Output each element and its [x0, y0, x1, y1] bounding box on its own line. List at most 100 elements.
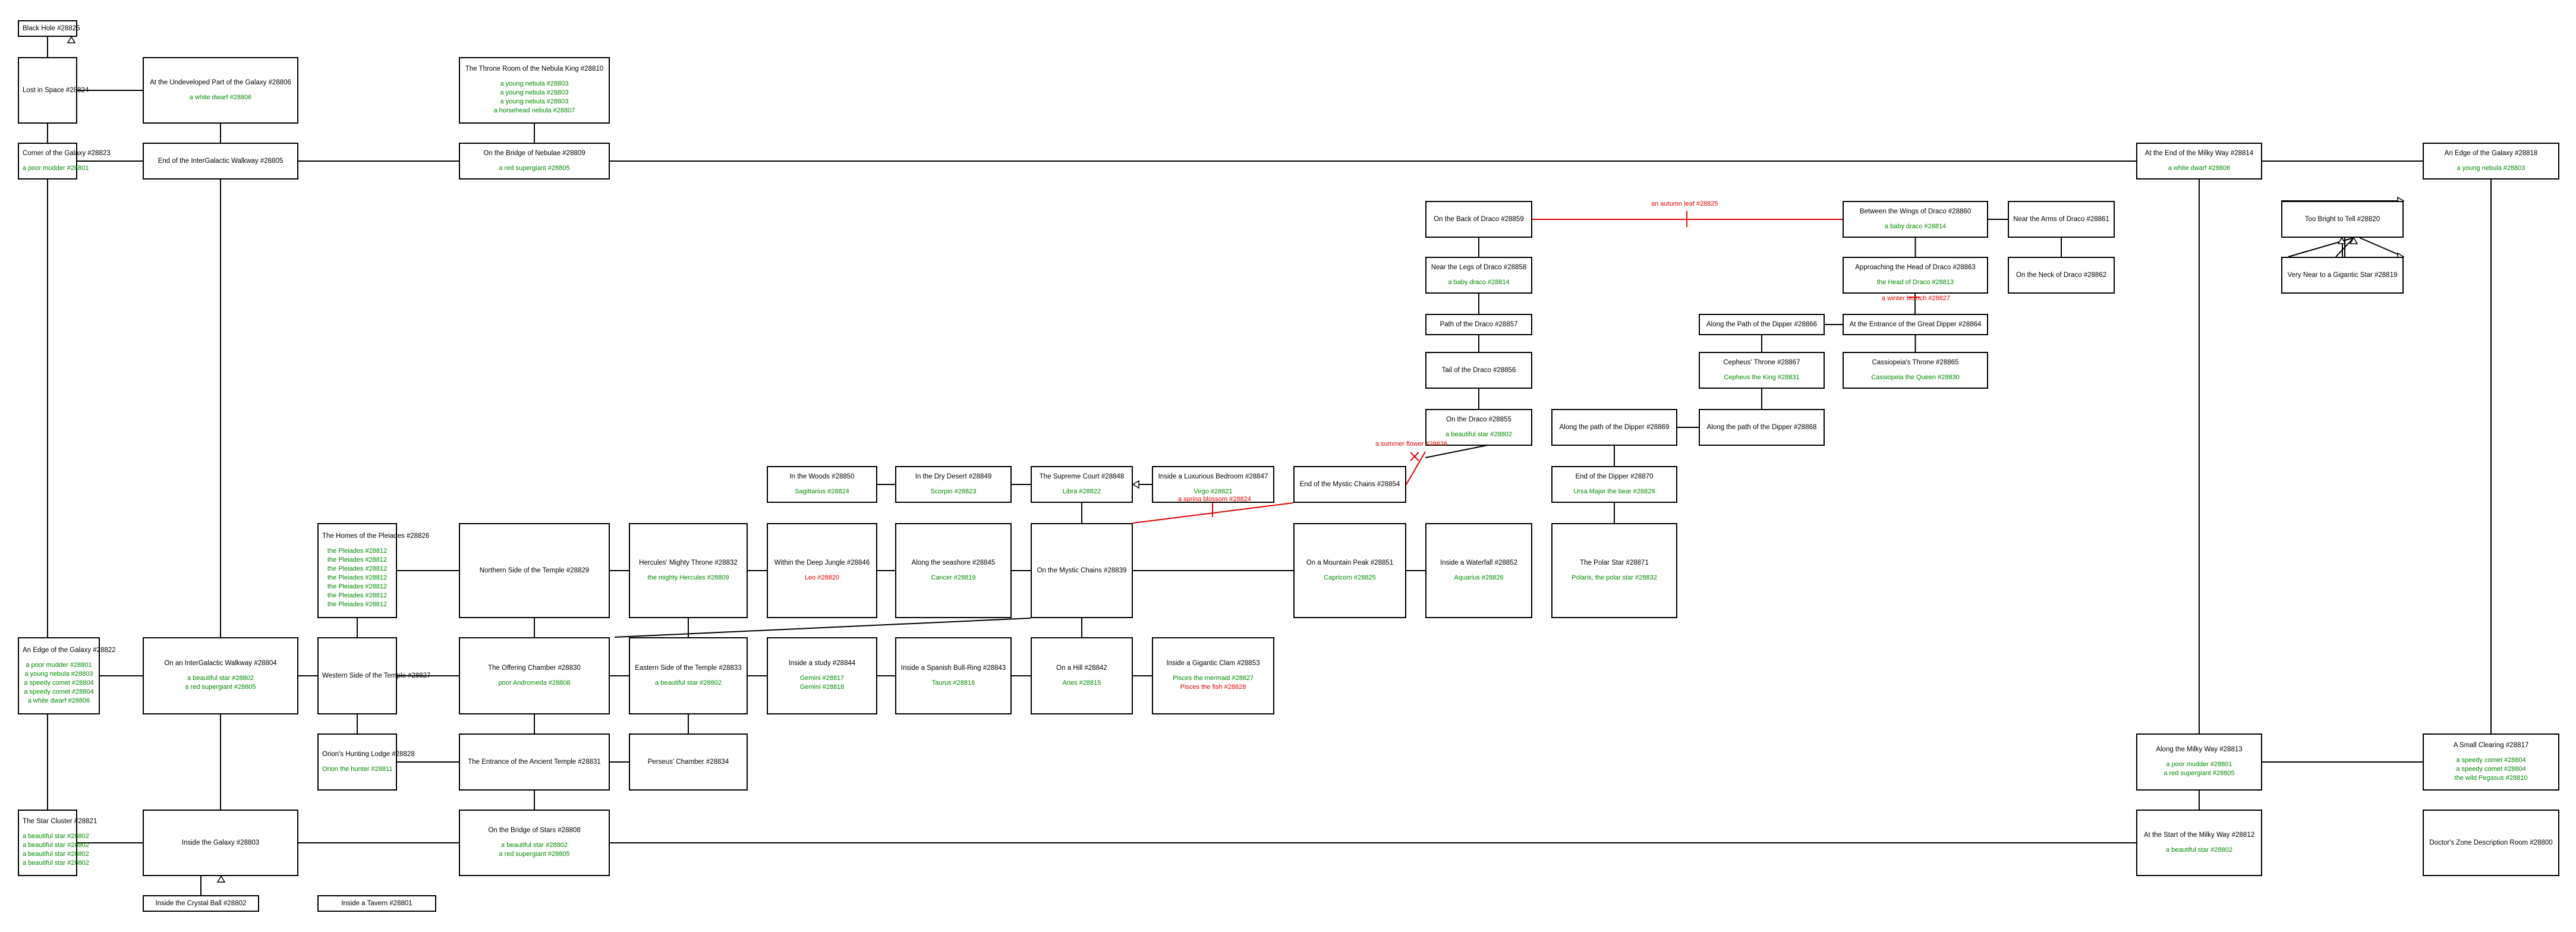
room-28831: The Entrance of the Ancient Temple #2883…: [459, 733, 610, 791]
room-title: Corner of the Galaxy #28823: [23, 149, 111, 157]
connection-line: [1406, 451, 1426, 485]
edge-label: a winter branch #28827: [1882, 295, 1950, 302]
room-items: a poor mudder #28801: [23, 164, 89, 173]
room-title: The Polar Star #28871: [1580, 559, 1649, 566]
edge-label: an autumn leaf #28825: [1651, 200, 1718, 207]
room-title: Along the Path of the Dipper #28866: [1706, 321, 1818, 328]
arrow-head: [1132, 480, 1139, 489]
room-item: a poor mudder #28801: [26, 661, 92, 669]
room-item: the Pleiades #28812: [327, 556, 388, 563]
room-28829: Northern Side of the Temple #28829: [459, 523, 610, 618]
room-items: a young nebula #28803 a young nebula #288…: [464, 80, 605, 115]
room-item: a beautiful star #28802: [23, 842, 89, 849]
connection-line: [1410, 452, 1419, 461]
room-28856: Tail of the Draco #28856: [1425, 352, 1532, 389]
room-item: the Pleiades #28812: [327, 600, 388, 608]
room-item: a young nebula #28803: [500, 89, 569, 96]
room-title: Inside the Galaxy #28803: [181, 839, 260, 846]
room-title: In the Woods #28850: [789, 473, 855, 480]
room-item: Aries #28815: [1062, 679, 1101, 687]
room-item: a beautiful star #28802: [23, 859, 89, 867]
room-item: a red supergiant #28805: [2164, 770, 2235, 777]
room-items: Orion the hunter #28811: [322, 765, 392, 774]
room-item: a young nebula #28803: [500, 80, 569, 87]
room-item: a red supergiant #28805: [499, 164, 570, 172]
room-28802: Inside the Crystal Ball #28802: [143, 895, 259, 912]
room-title: Inside a Tavern #28801: [341, 900, 412, 907]
room-items: poor Andromeda #28808: [464, 679, 605, 688]
room-28864: At the Entrance of the Great Dipper #288…: [1843, 314, 1988, 335]
room-item: a red supergiant #28805: [499, 851, 570, 858]
room-title: On the Neck of Draco #28862: [2016, 272, 2107, 279]
room-item: Cepheus the King #28831: [1724, 373, 1800, 381]
room-items: a young nebula #28803: [2427, 164, 2555, 173]
room-item: Polaris, the polar star #28832: [1572, 574, 1657, 581]
room-item: Libra #28822: [1062, 487, 1101, 495]
room-28810: The Throne Room of the Nebula King #2881…: [459, 57, 610, 124]
room-title: The Homes of the Pleiades #28826: [322, 532, 430, 540]
room-title: On the Draco #28855: [1446, 415, 1511, 423]
edge-label: a summer flower #28826: [1375, 440, 1448, 448]
room-item: a speedy comet #28804: [24, 688, 94, 695]
room-title: Tail of the Draco #28856: [1441, 367, 1516, 374]
room-28859: On the Back of Draco #28859: [1425, 201, 1532, 238]
room-item: a white dwarf #28806: [189, 93, 252, 101]
room-item: Gemini #28817: [799, 675, 845, 682]
room-item: a young nebula #28803: [24, 670, 93, 678]
room-28823: Corner of the Galaxy #28823 a poor mudder…: [18, 143, 111, 180]
room-items: a red supergiant #28805: [464, 164, 605, 173]
room-items: Aquarius #28826: [1430, 574, 1528, 582]
room-item: a beautiful star #28802: [2166, 846, 2232, 854]
room-28854: End of the Mystic Chains #28854: [1293, 466, 1406, 503]
room-items: Aries #28815: [1035, 679, 1128, 688]
room-title: End of the InterGalactic Walkway #28805: [158, 158, 284, 165]
room-item: the Pleiades #28812: [327, 574, 388, 581]
room-title: Along the path of the Dipper #28868: [1706, 424, 1817, 431]
room-item: poor Andromeda #28808: [498, 679, 571, 687]
room-item: a speedy comet #28804: [2456, 765, 2526, 773]
room-title: End of the Dipper #28870: [1575, 473, 1654, 480]
room-title: An Edge of the Galaxy #28822: [23, 646, 116, 654]
room-item: the Pleiades #28812: [327, 591, 388, 599]
room-items: a beautiful star #28802: [1430, 430, 1528, 439]
room-title: Cassiopeia's Throne #28865: [1872, 358, 1959, 366]
room-items: Cancer #28819: [900, 574, 1007, 582]
room-28818: An Edge of the Galaxy #28818 a young nebu…: [2423, 143, 2559, 180]
room-title: An Edge of the Galaxy #28818: [2444, 149, 2538, 157]
room-item: Cancer #28819: [931, 574, 976, 581]
room-title: Orion's Hunting Lodge #28828: [322, 750, 415, 758]
connection-line: [614, 618, 1031, 638]
room-item: a poor mudder #28801: [2166, 761, 2232, 768]
room-title: The Throne Room of the Nebula King #2881…: [465, 65, 604, 73]
room-title: Western Side of the Temple #28827: [322, 672, 431, 679]
room-title: Between the Wings of Draco #28860: [1859, 207, 1972, 215]
room-28869: Along the path of the Dipper #28869: [1551, 409, 1677, 446]
room-title: On an InterGalactic Walkway #28804: [164, 660, 277, 667]
room-28803: Inside the Galaxy #28803: [143, 810, 298, 876]
room-title: Inside a Gigantic Clam #28853: [1166, 660, 1260, 667]
room-item: a beautiful star #28802: [1446, 430, 1512, 438]
room-item: a young nebula #28803: [2457, 164, 2525, 172]
room-item: Cassiopeia the Queen #28830: [1871, 373, 1960, 381]
room-28862: On the Neck of Draco #28862: [2008, 257, 2115, 294]
room-item: Virgo #28821: [1193, 487, 1233, 495]
room-item: Taurus #28816: [931, 679, 975, 687]
room-28857: Path of the Draco #28857: [1425, 314, 1532, 335]
room-28855: On the Draco #28855 a beautiful star #288…: [1425, 409, 1532, 446]
